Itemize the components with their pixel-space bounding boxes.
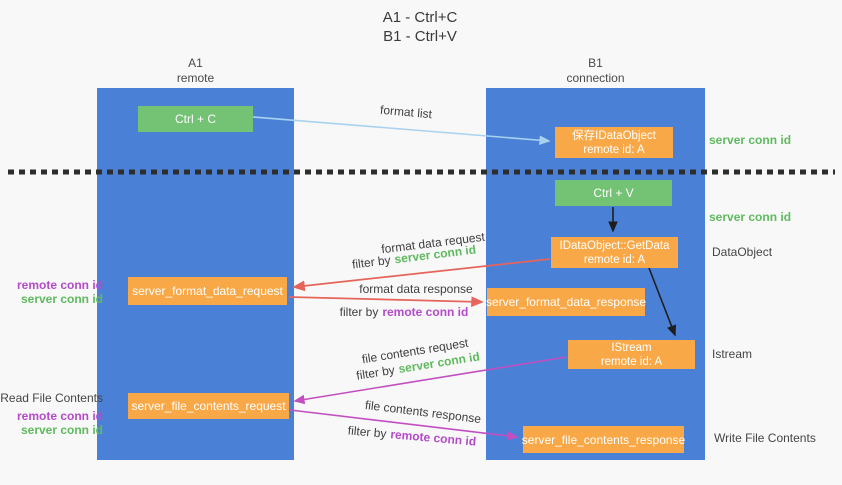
node-ctrl-v: Ctrl + V — [555, 180, 672, 206]
annotation-server-conn-id-2: server conn id — [20, 423, 103, 437]
node-file-request-label: server_file_contents_request — [131, 399, 286, 413]
node-ctrl-c: Ctrl + C — [138, 106, 253, 132]
filter-value-2: remote conn id — [382, 305, 469, 319]
annotation-remote-conn-id-1: remote conn id — [16, 278, 103, 292]
column-header-a1: A1 remote — [97, 56, 294, 86]
annotation-server-conn-id-mid: server conn id — [709, 210, 792, 224]
node-format-request-label: server_format_data_request — [132, 284, 283, 298]
diagram-title: A1 - Ctrl+C B1 - Ctrl+V — [320, 8, 520, 46]
arrow-file-contents-response — [289, 409, 519, 441]
arrow-file-contents-request — [293, 356, 567, 405]
arrow-getdata-to-istream — [648, 267, 677, 337]
annotation-server-conn-id-1: server conn id — [20, 292, 103, 306]
arrow-format-data-request — [292, 258, 551, 292]
node-file-response-label: server_file_contents_response — [521, 432, 686, 447]
title-line-1: A1 - Ctrl+C — [382, 9, 458, 26]
node-format-response-label: server_format_data_response — [485, 295, 647, 309]
node-save-dataobject-line1: 保存IDataObject — [572, 129, 656, 142]
node-ctrl-v-label: Ctrl + V — [593, 186, 634, 200]
annotation-write-file-contents: Write File Contents — [714, 431, 816, 445]
node-istream: IStream remote id: A — [568, 340, 695, 369]
column-header-b1: B1 connection — [486, 56, 705, 86]
annotation-read-file-contents: Read File Contents — [0, 391, 103, 405]
title-line-2: B1 - Ctrl+V — [383, 28, 457, 45]
node-getdata-line1: IDataObject::GetData — [559, 239, 670, 252]
node-save-dataobject: 保存IDataObject remote id: A — [555, 127, 673, 158]
annotation-server-conn-id-top: server conn id — [709, 133, 792, 147]
node-server-format-data-response: server_format_data_response — [485, 288, 647, 316]
annotation-istream: Istream — [712, 347, 753, 361]
label-format-data-response: format data response — [359, 282, 473, 296]
arrow-format-list — [252, 116, 551, 146]
column-name-b1: B1 — [588, 56, 603, 70]
annotation-dataobject: DataObject — [712, 245, 773, 259]
node-server-format-data-request: server_format_data_request — [128, 277, 287, 305]
node-istream-line1: IStream — [611, 341, 652, 354]
arrow-format-data-response — [288, 296, 484, 308]
node-server-file-contents-request: server_file_contents_request — [128, 393, 289, 419]
node-save-dataobject-line2: remote id: A — [583, 143, 645, 156]
filter-by-text-2: filter by — [339, 305, 379, 319]
annotation-left-pair-1: remote conn id server conn id — [0, 278, 103, 306]
annotation-remote-conn-id-2: remote conn id — [16, 409, 103, 423]
node-istream-line2: remote id: A — [600, 355, 663, 368]
node-ctrl-c-label: Ctrl + C — [174, 112, 216, 126]
column-subtitle-connection: connection — [566, 71, 625, 85]
node-getdata-line2: remote id: A — [583, 253, 646, 266]
column-subtitle-remote: remote — [176, 71, 215, 85]
column-name-a1: A1 — [188, 56, 203, 70]
node-server-file-contents-response: server_file_contents_response — [521, 426, 686, 453]
annotation-left-pair-2: remote conn id server conn id — [0, 409, 103, 437]
node-idataobject-getdata: IDataObject::GetData remote id: A — [551, 237, 678, 268]
